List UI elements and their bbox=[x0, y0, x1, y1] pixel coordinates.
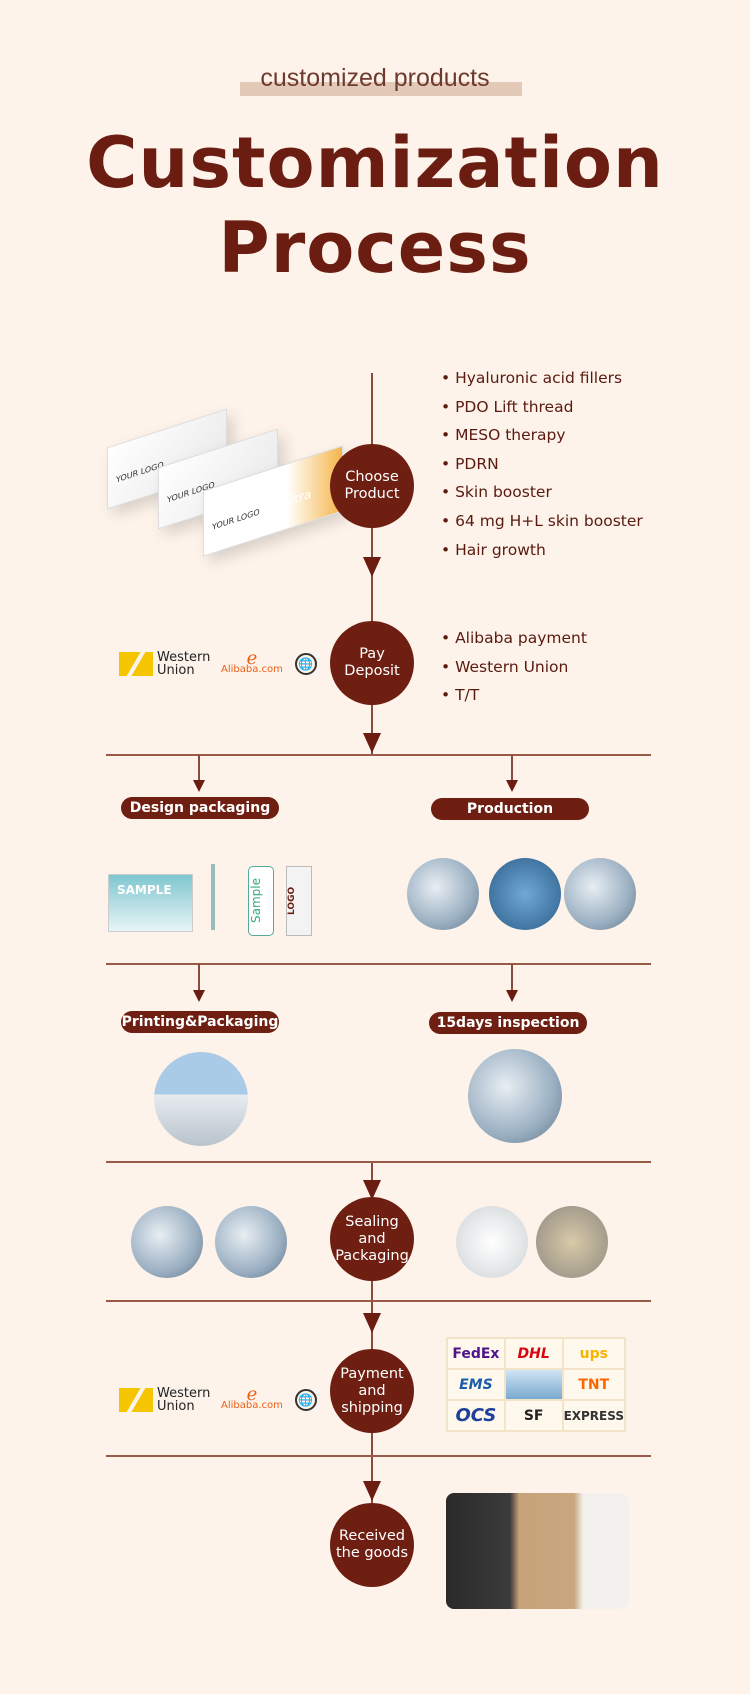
step-design-packaging: Design packaging bbox=[121, 797, 279, 819]
branch-line bbox=[511, 755, 513, 781]
flow-line bbox=[371, 1161, 373, 1521]
divider bbox=[106, 1455, 651, 1457]
list-item: T/T bbox=[441, 681, 587, 710]
carrier-logos: FedEx DHL ups EMS TNT OCS SF EXPRESS bbox=[446, 1337, 626, 1432]
step-production: Production bbox=[431, 798, 589, 820]
subtitle-highlight bbox=[240, 82, 522, 96]
arrow-down-icon bbox=[363, 733, 381, 753]
production-photo bbox=[407, 858, 479, 930]
step-payment-shipping: Payment and shipping bbox=[330, 1349, 414, 1433]
western-union-logo: Western Union bbox=[119, 1387, 210, 1413]
ups-logo: ups bbox=[563, 1339, 624, 1368]
arrow-down-icon bbox=[363, 1481, 381, 1501]
sample-box: SAMPLE bbox=[108, 874, 193, 932]
list-item: Western Union bbox=[441, 653, 587, 682]
delivery-photo bbox=[446, 1493, 629, 1609]
list-item: Alibaba payment bbox=[441, 624, 587, 653]
page-title-line2: Process bbox=[218, 207, 532, 289]
step-sealing-packaging: Sealing and Packaging bbox=[330, 1197, 414, 1281]
arrow-down-icon bbox=[363, 557, 381, 577]
step-pay-deposit: Pay Deposit bbox=[330, 621, 414, 705]
divider bbox=[106, 1161, 651, 1163]
inspection-photo bbox=[468, 1049, 562, 1143]
production-photo bbox=[564, 858, 636, 930]
tnt-logo: TNT bbox=[563, 1370, 624, 1399]
packaging-photo bbox=[536, 1206, 608, 1278]
step-received-goods: Received the goods bbox=[330, 1503, 414, 1587]
sealing-photo bbox=[215, 1206, 287, 1278]
packaging-samples-image: SAMPLE Sample LOGO bbox=[108, 862, 320, 940]
sample-card: Sample bbox=[248, 866, 274, 936]
factory-photo bbox=[154, 1052, 248, 1146]
product-boxes-image: YOUR LOGO YOUR LOGO YOUR LOGO Ultra bbox=[103, 408, 348, 557]
page-title-line1: Customization bbox=[86, 122, 664, 204]
list-item: Hyaluronic acid fillers bbox=[441, 364, 643, 393]
logo-card: LOGO bbox=[286, 866, 312, 936]
list-item: PDRN bbox=[441, 450, 643, 479]
syringe-icon bbox=[211, 864, 215, 930]
subtitle: customized products bbox=[260, 64, 490, 92]
list-item: PDO Lift thread bbox=[441, 393, 643, 422]
globe-bank-icon: 🌐 bbox=[294, 653, 317, 675]
ocs-logo: OCS bbox=[448, 1401, 504, 1430]
sealing-photo bbox=[131, 1206, 203, 1278]
arrow-down-icon bbox=[506, 990, 518, 1002]
list-item: Skin booster bbox=[441, 478, 643, 507]
box-brand: Ultra bbox=[282, 486, 312, 511]
dhl-logo: DHL bbox=[505, 1339, 562, 1368]
globe-bank-icon: 🌐 bbox=[294, 1389, 317, 1411]
western-union-logo: Western Union bbox=[119, 651, 210, 677]
step-inspection: 15days inspection bbox=[429, 1012, 587, 1034]
box-logo-text: YOUR LOGO bbox=[212, 507, 260, 532]
sf-logo: SF bbox=[505, 1401, 562, 1430]
payment-methods-list: Alibaba payment Western Union T/T bbox=[441, 624, 587, 710]
packaging-photo bbox=[456, 1206, 528, 1278]
ems-logo: EMS bbox=[448, 1370, 504, 1399]
arrow-down-icon bbox=[193, 990, 205, 1002]
product-list: Hyaluronic acid fillers PDO Lift thread … bbox=[441, 364, 643, 564]
branch-line bbox=[198, 755, 200, 781]
divider bbox=[106, 1300, 651, 1302]
list-item: 64 mg H+L skin booster bbox=[441, 507, 643, 536]
arrow-down-icon bbox=[506, 780, 518, 792]
branch-line bbox=[198, 964, 200, 990]
express-logo: EXPRESS bbox=[563, 1401, 624, 1430]
divider bbox=[106, 754, 651, 756]
list-item: Hair growth bbox=[441, 536, 643, 565]
list-item: MESO therapy bbox=[441, 421, 643, 450]
production-photo bbox=[489, 858, 561, 930]
airplane-logo bbox=[505, 1370, 562, 1399]
fedex-logo: FedEx bbox=[448, 1339, 504, 1368]
arrow-down-icon bbox=[363, 1313, 381, 1333]
branch-line bbox=[511, 964, 513, 990]
divider bbox=[106, 963, 651, 965]
step-printing-packaging: Printing&Packaging bbox=[121, 1011, 279, 1033]
arrow-down-icon bbox=[193, 780, 205, 792]
step-choose-product: Choose Product bbox=[330, 444, 414, 528]
arrow-down-icon bbox=[363, 1180, 381, 1200]
